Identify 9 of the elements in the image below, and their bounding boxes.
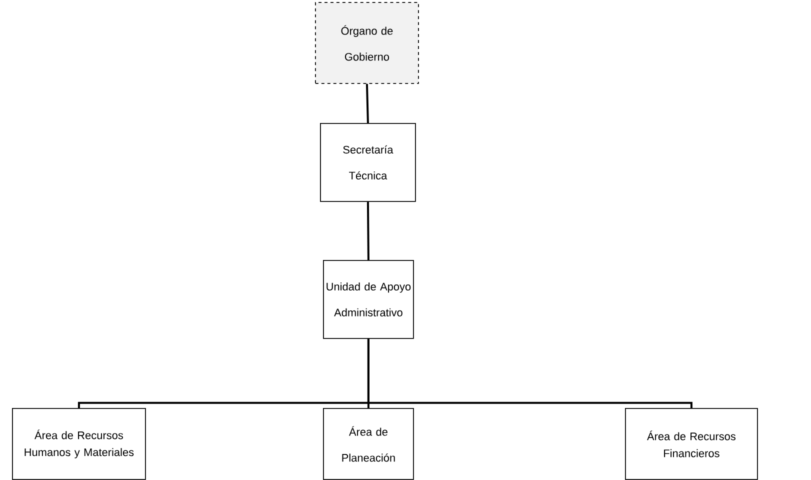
connector-line xyxy=(367,338,692,408)
org-box: Unidad de Apoyo Administrativo xyxy=(323,260,414,339)
org-box: Área de Recursos Humanos y Materiales xyxy=(12,408,146,480)
org-box: Área de Planeación xyxy=(323,408,414,480)
dashed-box: Órgano de Gobierno xyxy=(315,2,419,84)
connector-line xyxy=(366,202,370,260)
org-box: Secretaría Técnica xyxy=(320,123,416,202)
org-box: Área de Recursos Financieros xyxy=(625,408,758,480)
connector-line xyxy=(366,84,369,124)
